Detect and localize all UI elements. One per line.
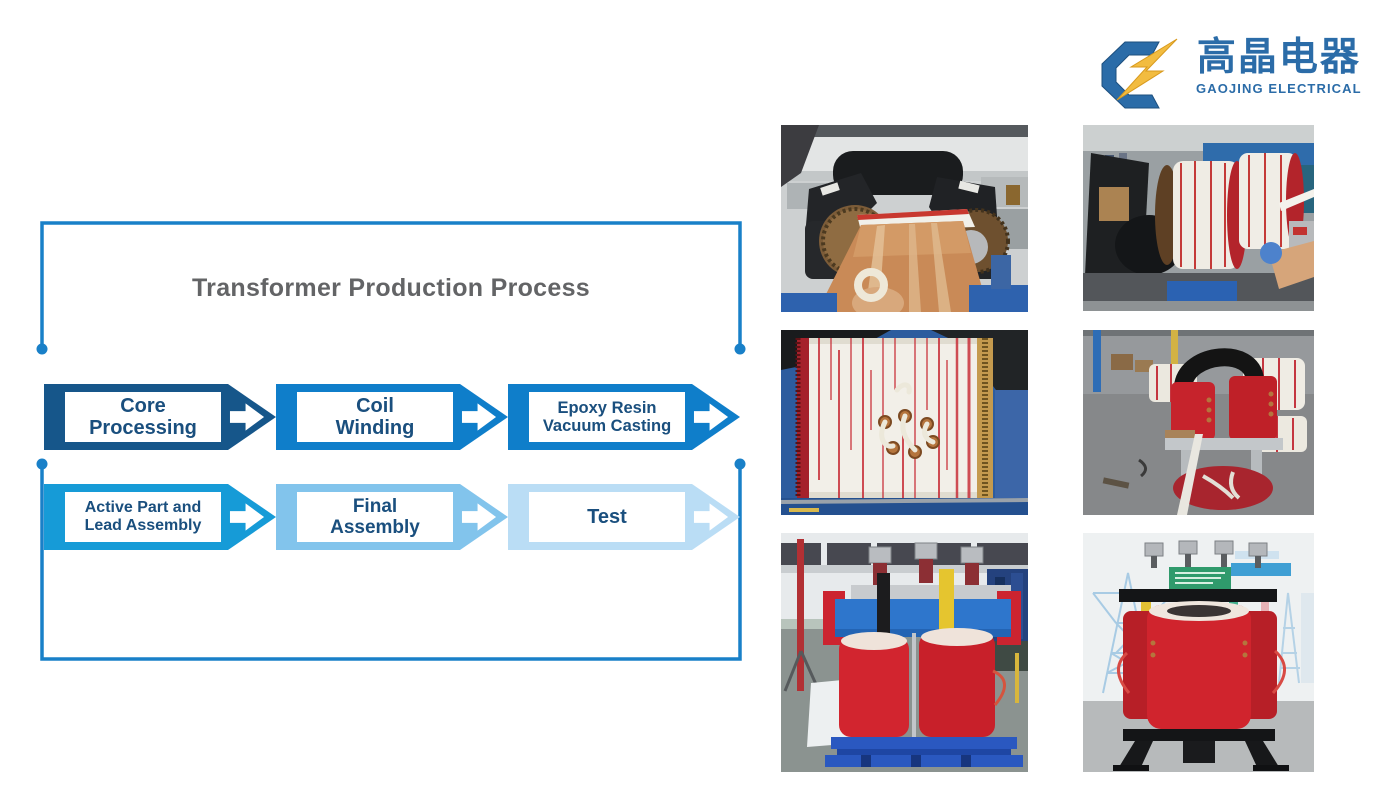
page-title: Transformer Production Process bbox=[191, 274, 590, 302]
right-arrow-icon bbox=[229, 403, 265, 431]
step-label: Coil Winding bbox=[335, 394, 415, 439]
step-label: Test bbox=[587, 505, 627, 528]
right-arrow-icon bbox=[461, 403, 497, 431]
logo-cn-text: 高晶电器 bbox=[1196, 36, 1361, 79]
logo-en-text: GAOJING ELECTRICAL bbox=[1196, 80, 1362, 96]
right-arrow-icon bbox=[693, 403, 729, 431]
photo-finished-transformer bbox=[1083, 533, 1314, 772]
flow-bracket-frame bbox=[36, 221, 746, 661]
flow-step-coil-winding: Coil Winding bbox=[276, 384, 508, 450]
flow-step-test: Test bbox=[508, 484, 740, 550]
company-logo: 高晶电器 GAOJING ELECTRICAL bbox=[1098, 36, 1362, 112]
photo-final-assembly bbox=[781, 533, 1028, 772]
flow-step-core-processing: Core Processing bbox=[44, 384, 276, 450]
logo-mark-icon bbox=[1101, 38, 1178, 109]
photo-wound-coil bbox=[781, 330, 1028, 515]
photo-coil-winding bbox=[1083, 125, 1314, 311]
step-label: Final Assembly bbox=[330, 495, 420, 538]
flow-step-epoxy-resin-vacuum-casting: Epoxy Resin Vacuum Casting bbox=[508, 384, 740, 450]
right-arrow-icon bbox=[229, 503, 265, 531]
flow-step-final-assembly: Final Assembly bbox=[276, 484, 508, 550]
flow-step-active-part-lead-assembly: Active Part and Lead Assembly bbox=[44, 484, 276, 550]
photo-cast-coils bbox=[1083, 330, 1314, 515]
step-label: Epoxy Resin Vacuum Casting bbox=[542, 398, 672, 435]
step-label: Core Processing bbox=[89, 394, 197, 439]
right-arrow-icon bbox=[461, 503, 497, 531]
right-arrow-icon bbox=[693, 503, 729, 531]
photo-core-foil-winding bbox=[781, 125, 1028, 312]
step-label: Active Part and Lead Assembly bbox=[84, 499, 202, 534]
